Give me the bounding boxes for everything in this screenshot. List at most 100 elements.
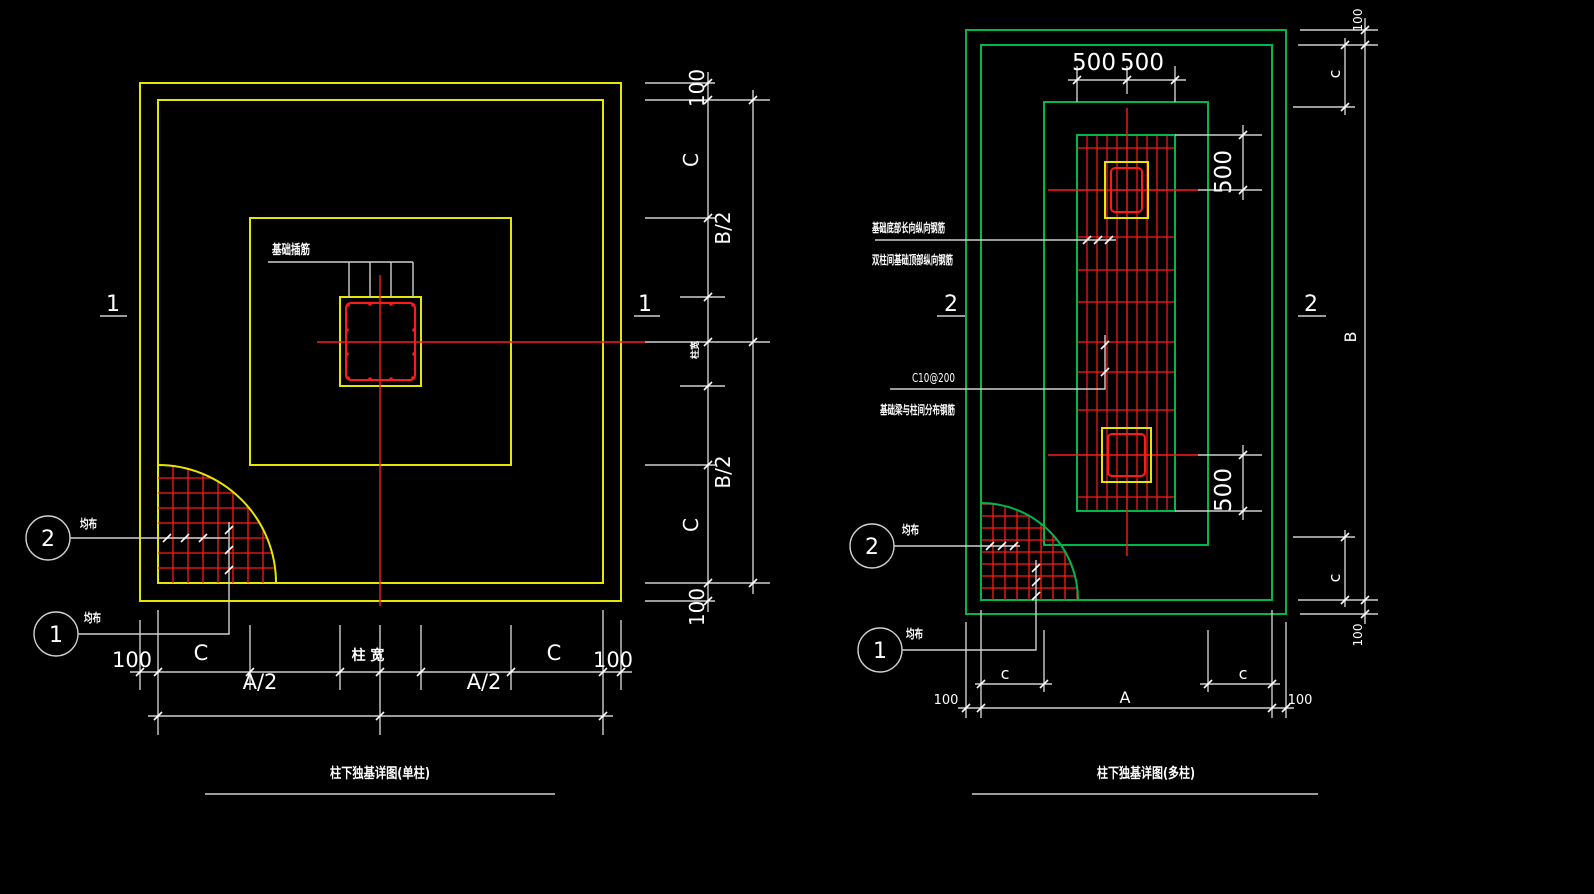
column-rebar-dot — [389, 302, 393, 306]
dimension-tick — [1281, 703, 1291, 713]
dimension-tick — [703, 213, 713, 223]
dimension-tick — [1100, 367, 1110, 377]
dimension-tick — [703, 460, 713, 470]
leader-line — [890, 335, 1106, 390]
dimension-tick — [1122, 75, 1132, 85]
column-rebar-cage-bottom — [1107, 433, 1146, 477]
column-rebar-dot — [412, 328, 416, 332]
dimension-tick — [703, 292, 713, 302]
dimension-tick — [224, 525, 234, 535]
dimension-tick — [1340, 532, 1350, 542]
dimension-tick — [748, 95, 758, 105]
drawing-title-right: 柱下独基详图(多柱) — [972, 765, 1318, 795]
dimension-tick — [1360, 40, 1370, 50]
dimension-tick — [224, 565, 234, 575]
dimension-text: 100 — [593, 648, 633, 672]
dimension-text: 100 — [934, 693, 959, 708]
column-rebar-dot — [411, 376, 415, 380]
dimension-tick — [1104, 235, 1114, 245]
dimension-tick — [1267, 703, 1277, 713]
dimension-text: c — [1239, 664, 1248, 683]
section-mark-right: 2 — [1298, 292, 1326, 317]
dimension-tick — [153, 711, 163, 721]
pedestal-outline — [1043, 101, 1209, 546]
dimension-tick — [1238, 130, 1248, 140]
section-mark-number: 1 — [638, 292, 652, 317]
rebar-spec-label: C10@200 — [912, 371, 955, 385]
leader-line — [902, 560, 1037, 651]
dimension-tick — [748, 578, 758, 588]
dimension-tick — [135, 667, 145, 677]
section-mark-number: 2 — [944, 292, 958, 317]
drawing-title: 柱下独基详图(多柱) — [1097, 765, 1195, 782]
bottom-rebar-hatch — [158, 465, 276, 583]
footing-inner-edge — [980, 44, 1273, 601]
dimension-tick — [153, 667, 163, 677]
dimension-text: 100 — [1351, 9, 1365, 32]
dimension-text: C — [547, 641, 562, 665]
dimension-tick — [703, 95, 713, 105]
dimension-tick — [1267, 679, 1277, 689]
dimension-tick — [703, 337, 713, 347]
dimension-text: 500 — [1120, 50, 1164, 76]
column-outline-top — [1104, 161, 1149, 219]
callout-1: 1 均布 — [33, 522, 230, 657]
dimension-tick — [598, 711, 608, 721]
dimension-tick — [976, 679, 986, 689]
rebar-label: 基础插筋 — [271, 242, 310, 258]
rebar-labels: 基础底部长向纵向钢筋 双柱间基础顶部纵向钢筋 C10@200 基础梁与柱间分布钢… — [871, 220, 1116, 417]
dimension-text: C — [194, 641, 209, 665]
footing-outer-edge — [965, 29, 1287, 615]
dimension-text: c — [1325, 70, 1344, 79]
dimension-text: C — [679, 153, 703, 167]
callout-label: 均布 — [80, 516, 97, 531]
dimension-tick — [180, 533, 190, 543]
dimension-text: A/2 — [467, 670, 502, 694]
top-dimension-chain: 500 500 — [1068, 50, 1186, 102]
column-rebar-dot — [389, 377, 393, 381]
rebar-label-leader: 基础插筋 — [268, 242, 414, 297]
dimension-text: A — [1120, 688, 1131, 707]
column-rebar-dot — [345, 328, 349, 332]
callout-1: 1 均布 — [857, 560, 1037, 673]
callout-label: 均布 — [902, 522, 919, 537]
column-rebar-dot — [368, 302, 372, 306]
drawing-title-left: 柱下独基详图(单柱) — [205, 765, 555, 795]
dimension-tick — [703, 381, 713, 391]
dimension-tick — [1360, 25, 1370, 35]
column-rebar-dot — [412, 352, 416, 356]
dimension-tick — [997, 541, 1007, 551]
dimension-tick — [961, 703, 971, 713]
column-rebar-dots — [345, 302, 416, 381]
dimension-tick — [198, 533, 208, 543]
dimension-text: C — [679, 518, 703, 532]
dimension-text: 100 — [112, 648, 152, 672]
dimension-tick — [1031, 563, 1041, 573]
dimension-tick — [703, 596, 713, 606]
dimension-text: 500 — [1211, 468, 1237, 512]
column-rebar-cage-top — [1110, 167, 1143, 213]
dimension-text: c — [1001, 664, 1010, 683]
rebar-label-top-longitudinal: 双柱间基础顶部纵向钢筋 — [872, 252, 953, 267]
dimension-text: 100 — [1351, 624, 1365, 647]
dimension-text: c — [1325, 574, 1344, 583]
dimension-tick — [1203, 679, 1213, 689]
dimension-tick — [985, 541, 995, 551]
dimension-tick — [416, 667, 426, 677]
dimension-tick — [616, 667, 626, 677]
dimension-tick — [1340, 102, 1350, 112]
callout-2: 2 均布 — [25, 515, 228, 561]
dimension-tick — [703, 78, 713, 88]
dimension-tick — [1360, 595, 1370, 605]
dimension-tick — [375, 667, 385, 677]
callout-number: 2 — [865, 535, 879, 560]
dimension-tick — [224, 545, 234, 555]
column-rebar-dot — [346, 376, 350, 380]
rebar-label-distribution: 基础梁与柱间分布钢筋 — [879, 402, 955, 417]
dimension-tick — [1009, 541, 1019, 551]
column-rebar-dot — [345, 352, 349, 356]
callout-number: 2 — [41, 527, 55, 552]
beam-outline — [1076, 134, 1176, 512]
callout-2: 2 均布 — [849, 522, 1020, 569]
